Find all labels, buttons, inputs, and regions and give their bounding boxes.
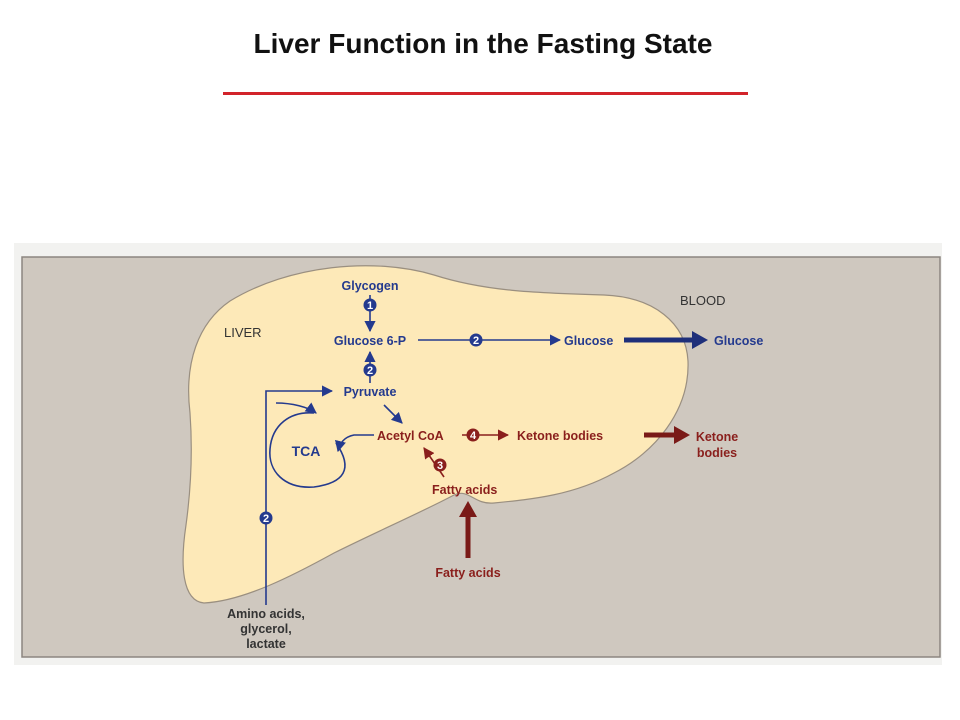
fatty-acid-uptake-arrowhead bbox=[459, 501, 477, 517]
precursors-label-line2: glycerol, bbox=[240, 622, 291, 636]
step-3-number: 3 bbox=[437, 460, 443, 472]
liver-region-label: LIVER bbox=[224, 325, 262, 340]
glucose-blood-label: Glucose bbox=[714, 334, 763, 348]
acetyl-coa-label: Acetyl CoA bbox=[377, 429, 444, 443]
fatty-acids-blood-label: Fatty acids bbox=[435, 566, 500, 580]
glucose-export-arrowhead bbox=[692, 331, 708, 349]
tca-entry-arrow bbox=[275, 402, 317, 414]
step-1-marker bbox=[363, 298, 377, 312]
liver-shape bbox=[182, 265, 689, 604]
tca-label: TCA bbox=[292, 443, 321, 459]
pyruvate-label: Pyruvate bbox=[344, 385, 397, 399]
tca-cycle-loop bbox=[269, 412, 346, 488]
pyruvate-to-acetyl-arrow bbox=[383, 404, 403, 424]
step-4-number: 4 bbox=[470, 430, 477, 442]
glycogen-label: Glycogen bbox=[342, 279, 399, 293]
step-2-precursor-marker bbox=[259, 511, 273, 525]
precursors-label-line1: Amino acids, bbox=[227, 607, 305, 621]
liver-fasting-diagram: LIVER BLOOD Glycogen 1 Glucose 6-P 2 Glu… bbox=[14, 243, 942, 665]
blood-region-label: BLOOD bbox=[680, 293, 726, 308]
step-4-marker bbox=[466, 428, 480, 442]
ketone-export-arrowhead bbox=[674, 426, 690, 444]
ketone-blood-label-line1: Ketone bbox=[696, 430, 738, 444]
glucose-liver-label: Glucose bbox=[564, 334, 613, 348]
step-2-pyruvate-marker bbox=[363, 363, 377, 377]
precursor-pathway-line bbox=[265, 385, 334, 605]
step-2-pyruvate-number: 2 bbox=[367, 365, 373, 377]
step-2-release-marker bbox=[469, 333, 483, 347]
ketone-blood-label-line2: bodies bbox=[697, 446, 737, 460]
step-2-release-number: 2 bbox=[473, 335, 479, 347]
ketone-liver-label: Ketone bodies bbox=[517, 429, 603, 443]
title-underline bbox=[223, 92, 748, 95]
step-3-marker bbox=[433, 458, 447, 472]
precursors-label-line3: lactate bbox=[246, 637, 286, 651]
acetyl-to-tca-arrow bbox=[335, 434, 374, 453]
fatty-acids-liver-label: Fatty acids bbox=[432, 483, 497, 497]
slide-title: Liver Function in the Fasting State bbox=[253, 28, 713, 59]
glucose-6p-label: Glucose 6-P bbox=[334, 334, 406, 348]
step-2-precursor-number: 2 bbox=[263, 513, 269, 525]
step-1-number: 1 bbox=[367, 300, 373, 312]
